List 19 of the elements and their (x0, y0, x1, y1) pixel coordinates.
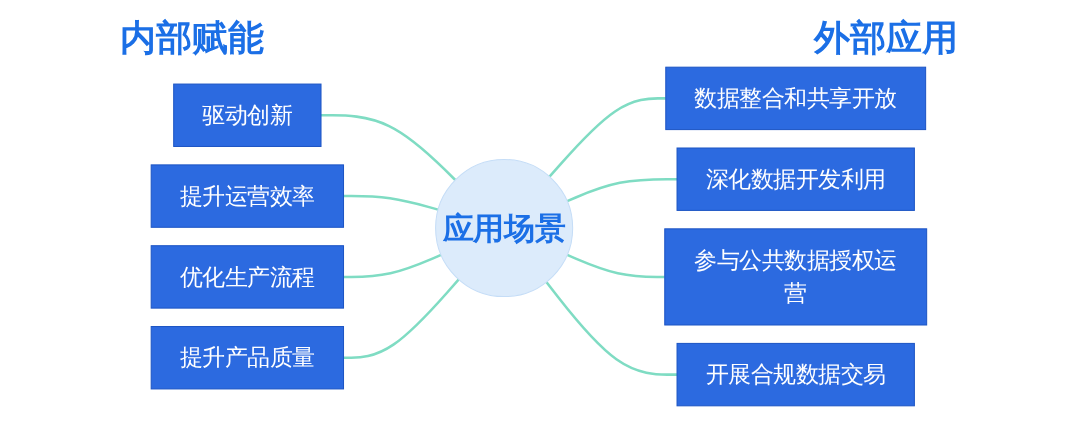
connector (343, 253, 442, 278)
node-box: 参与公共数据授权运营 (664, 227, 928, 325)
connector (343, 278, 460, 359)
connector (545, 280, 678, 376)
node-box: 开展合规数据交易 (676, 342, 915, 406)
node-box: 深化数据开发利用 (676, 147, 915, 211)
connector (321, 113, 457, 181)
column-heading: 外部应用 (814, 16, 958, 56)
node-box: 优化生产流程 (150, 244, 345, 309)
column-heading: 内部赋能 (120, 16, 264, 56)
node-box: 数据整合和共享开放 (665, 66, 927, 130)
node-box: 提升产品质量 (150, 325, 345, 389)
node-box: 驱动创新 (173, 83, 322, 147)
connector (343, 194, 439, 211)
node-box: 提升运营效率 (150, 163, 345, 228)
connector (548, 96, 666, 178)
connector (566, 253, 665, 278)
node-circle: 应用场景 (435, 158, 574, 297)
connector (566, 177, 678, 202)
